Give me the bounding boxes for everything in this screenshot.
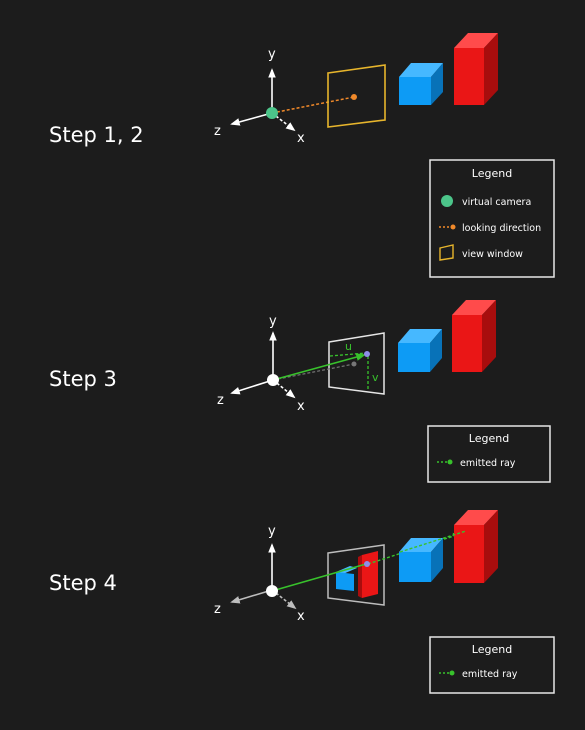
view-window bbox=[327, 544, 385, 606]
legend-title: Legend bbox=[472, 167, 512, 180]
step-4-panel: Step 4 y z x bbox=[49, 510, 555, 694]
ray-icon bbox=[439, 670, 455, 676]
ray-over-objects bbox=[399, 530, 467, 553]
y-axis-label: y bbox=[268, 524, 276, 539]
red-box bbox=[452, 300, 496, 372]
step-3-panel: Step 3 y z x u v Le bbox=[49, 300, 551, 483]
camera-dot bbox=[266, 585, 278, 597]
legend-item-virtual-camera: virtual camera bbox=[462, 197, 531, 208]
legend-item-view-window: view window bbox=[462, 249, 523, 260]
z-axis-label: z bbox=[214, 602, 221, 617]
emitted-ray bbox=[271, 563, 367, 592]
z-axis-label: z bbox=[217, 393, 224, 408]
legend-step-3: Legend emitted ray bbox=[427, 425, 551, 483]
ray-pixel-point bbox=[364, 561, 370, 567]
dashed-line-icon bbox=[439, 224, 456, 230]
virtual-camera-dot bbox=[266, 107, 278, 119]
red-box bbox=[454, 33, 498, 105]
window-center-point bbox=[351, 361, 357, 367]
legend-title: Legend bbox=[472, 643, 512, 656]
z-axis bbox=[230, 589, 273, 604]
emitted-ray bbox=[272, 353, 366, 381]
legend-box bbox=[427, 425, 551, 483]
x-axis-label: x bbox=[297, 131, 305, 146]
legend-item-emitted-ray: emitted ray bbox=[462, 669, 518, 680]
x-axis bbox=[272, 379, 296, 399]
view-window bbox=[328, 332, 385, 395]
ray-icon bbox=[437, 459, 453, 465]
red-box bbox=[454, 510, 498, 583]
step-1-2-label: Step 1, 2 bbox=[49, 123, 144, 147]
x-axis-label: x bbox=[297, 609, 305, 624]
step-4-label: Step 4 bbox=[49, 571, 117, 595]
y-axis-label: y bbox=[269, 314, 277, 329]
legend-box bbox=[429, 636, 555, 694]
blue-cube bbox=[398, 329, 442, 372]
window-outline-icon bbox=[439, 244, 454, 261]
ray-pixel-point bbox=[364, 351, 370, 357]
looking-direction-line bbox=[271, 96, 355, 114]
axes-step-1-2: y z x bbox=[214, 47, 305, 146]
step-3-label: Step 3 bbox=[49, 367, 117, 391]
z-axis-label: z bbox=[214, 124, 221, 139]
y-axis-label: y bbox=[268, 47, 276, 62]
ray-continuation bbox=[367, 532, 462, 565]
legend-item-emitted-ray: emitted ray bbox=[460, 458, 516, 469]
u-label: u bbox=[345, 340, 352, 353]
legend-step-4: Legend emitted ray bbox=[429, 636, 555, 694]
camera-dot-icon bbox=[441, 195, 453, 207]
camera-dot bbox=[267, 374, 279, 386]
axes-step-4: y z x bbox=[214, 524, 305, 624]
z-axis bbox=[230, 379, 274, 395]
legend-box bbox=[429, 159, 555, 278]
z-axis bbox=[230, 112, 273, 126]
v-label: v bbox=[372, 371, 379, 384]
step-1-2-panel: Step 1, 2 y z x Legend virtual ca bbox=[49, 33, 555, 278]
looking-direction-point bbox=[351, 94, 357, 100]
legend-item-looking-direction: looking direction bbox=[462, 223, 541, 234]
view-window bbox=[327, 64, 386, 128]
axes-step-3: y z x bbox=[217, 314, 305, 414]
blue-cube bbox=[399, 63, 443, 105]
x-axis-label: x bbox=[297, 399, 305, 414]
looking-direction-line bbox=[272, 363, 355, 381]
legend-title: Legend bbox=[469, 432, 509, 445]
projected-red-box bbox=[358, 551, 378, 598]
legend-step-1-2: Legend virtual camera looking direction … bbox=[429, 159, 555, 278]
